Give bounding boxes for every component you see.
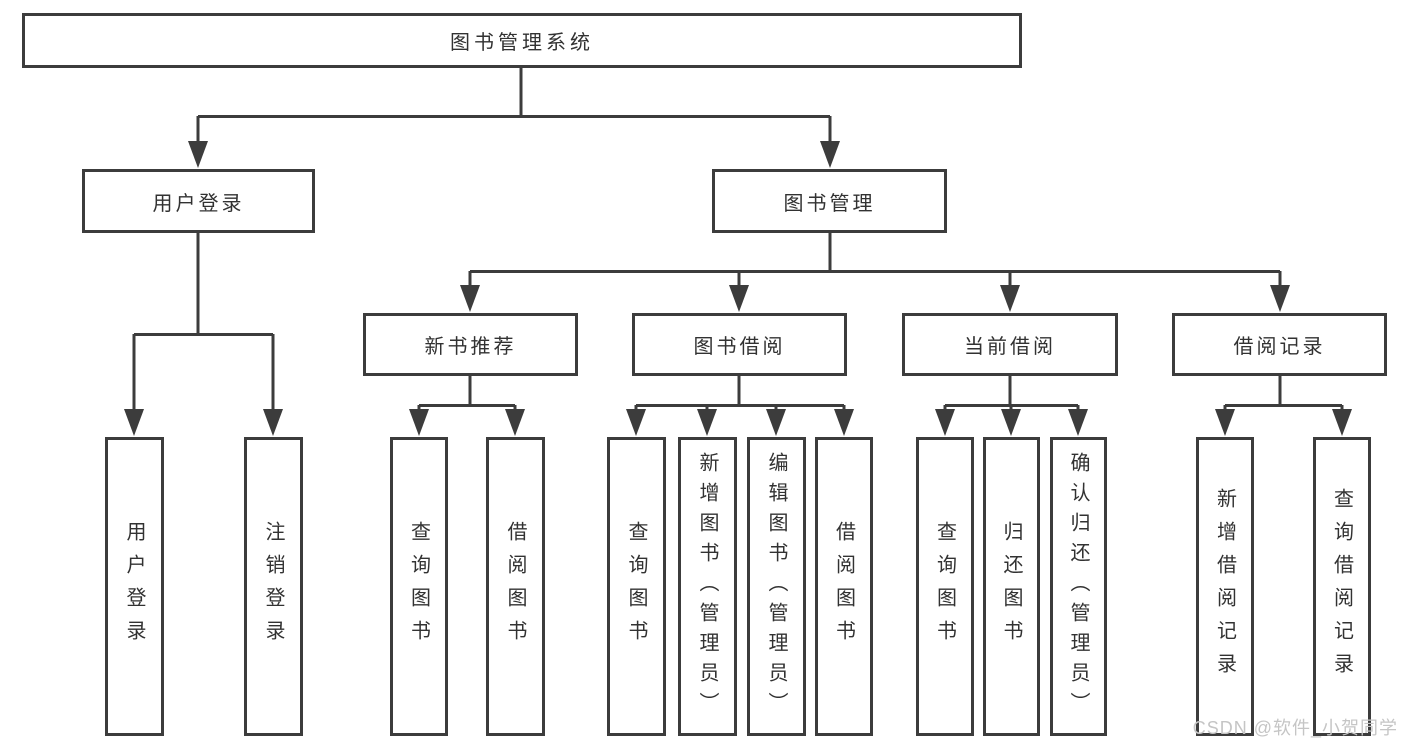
edges-book-management [460,233,1290,312]
edges-current-borrowing [935,376,1088,436]
arrow-down-icon [1000,285,1020,312]
arrow-down-icon [766,409,786,436]
node-book-management: 图书管理 [712,169,947,233]
node-leaf-borrow-books: 借阅图书 [815,437,873,736]
edges-borrowing-records [1215,376,1352,436]
csdn-watermark: CSDN @软件_小贺同学 [1192,718,1398,738]
arrow-down-icon [1068,409,1088,436]
node-leaf-return-books: 归还图书 [983,437,1040,736]
node-new-book-recommend: 新书推荐 [363,313,578,376]
arrow-down-icon [124,409,144,436]
arrow-down-icon [1332,409,1352,436]
arrow-down-icon [188,141,208,168]
arrow-down-icon [460,285,480,312]
node-leaf-edit-books-admin: 编辑图书（管理员） [747,437,806,736]
edges-book-borrowing [626,376,854,436]
arrow-down-icon [263,409,283,436]
arrow-down-icon [505,409,525,436]
arrow-down-icon [820,141,840,168]
edges-root [188,68,840,168]
node-leaf-add-borrow-record: 新增借阅记录 [1196,437,1254,736]
node-user-login: 用户登录 [82,169,315,233]
node-root-library-system: 图书管理系统 [22,13,1022,68]
node-borrowing-records: 借阅记录 [1172,313,1387,376]
edges-new-book-recommend [409,376,525,436]
arrow-down-icon [626,409,646,436]
node-leaf-confirm-return-admin: 确认归还（管理员） [1050,437,1107,736]
node-leaf-user-login: 用户登录 [105,437,164,736]
node-book-borrowing: 图书借阅 [632,313,847,376]
node-leaf-borrow-books-recommend: 借阅图书 [486,437,545,736]
node-leaf-query-books-borrowing: 查询图书 [607,437,666,736]
arrow-down-icon [1215,409,1235,436]
node-current-borrowing: 当前借阅 [902,313,1118,376]
arrow-down-icon [935,409,955,436]
arrow-down-icon [1001,409,1021,436]
arrow-down-icon [834,409,854,436]
node-leaf-query-books-recommend: 查询图书 [390,437,448,736]
arrow-down-icon [697,409,717,436]
arrow-down-icon [1270,285,1290,312]
edges-user-login [124,233,283,436]
node-leaf-add-books-admin: 新增图书（管理员） [678,437,737,736]
arrow-down-icon [409,409,429,436]
arrow-down-icon [729,285,749,312]
node-leaf-logout: 注销登录 [244,437,303,736]
node-leaf-query-books-current: 查询图书 [916,437,974,736]
node-leaf-query-borrow-record: 查询借阅记录 [1313,437,1371,736]
